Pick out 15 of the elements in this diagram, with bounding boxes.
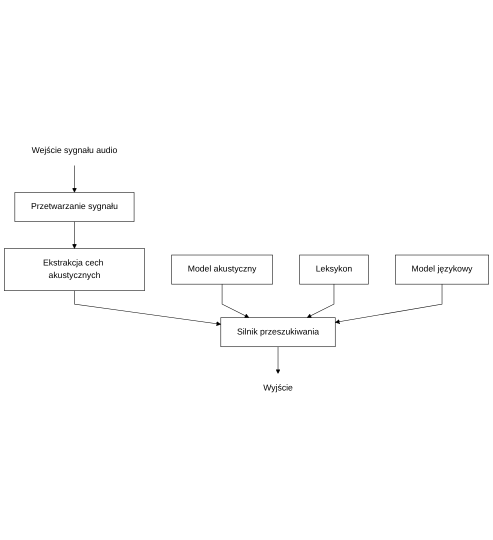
arrow	[74, 290, 222, 326]
node-box: Przetwarzanie sygnału	[14, 192, 134, 222]
arrow	[72, 166, 77, 194]
node-box: Ekstrakcja cech akustycznych	[4, 248, 145, 292]
arrow	[335, 284, 442, 324]
arrow	[72, 222, 77, 250]
arrow	[306, 284, 334, 318]
node-text: Wyjście	[263, 384, 293, 394]
node-box: Leksykon	[299, 255, 369, 285]
node-box: Silnik przeszukiwania	[220, 318, 336, 348]
arrow	[276, 346, 280, 374]
node-box: Model językowy	[395, 255, 489, 285]
node-box: Model akustyczny	[171, 255, 273, 285]
arrow	[222, 284, 250, 318]
node-text: Wejście sygnału audio	[32, 146, 118, 156]
